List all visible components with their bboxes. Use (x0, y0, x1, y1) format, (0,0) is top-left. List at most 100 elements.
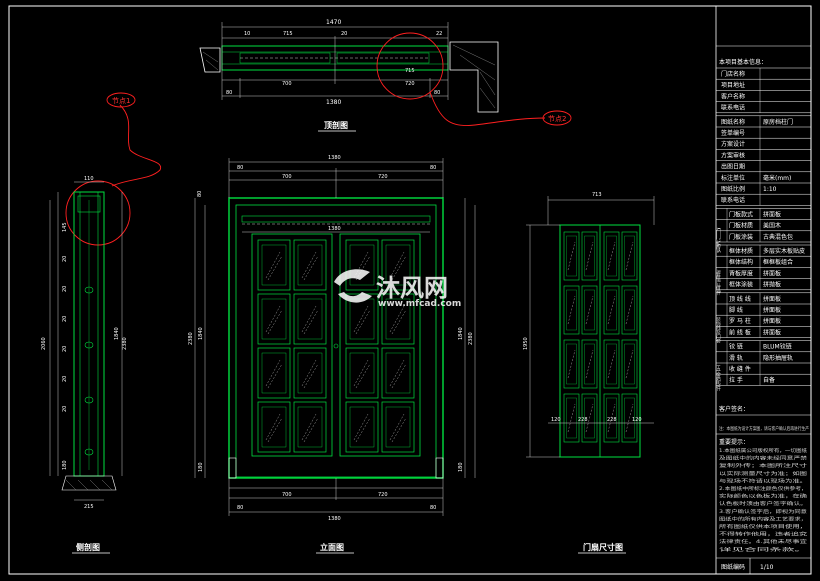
glass-hatch (389, 305, 407, 335)
tb-value: 多层实木板贴皮 (763, 247, 805, 255)
front-view-title: 立面图 (320, 542, 344, 552)
door-panel-inner (297, 298, 323, 340)
leaf-panel (563, 231, 580, 281)
leaf-panel (603, 393, 620, 443)
tb-label: 联系电话 (721, 196, 745, 204)
watermark-cn: 沐风网 (376, 274, 448, 302)
tb-label: 项目地址 (721, 81, 745, 89)
door-panel (381, 293, 415, 345)
dim-top-total: 1470 (326, 19, 341, 26)
leaf-panel (621, 393, 638, 443)
tb-label: 背板厚度 (729, 269, 753, 277)
front-dim-left-inner: 1840 (198, 327, 204, 340)
leaf-panel (621, 339, 638, 389)
dim-top-10: 10 (244, 31, 250, 37)
tb-group-label: 装饰线及门套 (716, 316, 721, 344)
dim-top-22: 22 (436, 31, 442, 37)
leaf-panel-inner (606, 235, 617, 277)
node1-label: 节点1 (112, 97, 130, 105)
tb-value: 1:10 (763, 186, 777, 193)
door-panel (381, 347, 415, 399)
door-panel-inner (349, 298, 375, 340)
title-block: 本项目基本信息： 门店名称项目地址客户名称联系电话图纸名称原房档柱门签单编号方案… (716, 5, 812, 575)
remark-line: 不得转作他用，违者追究 (719, 531, 808, 538)
tb-value: 拼抛板 (763, 281, 781, 289)
door-panel-inner (385, 244, 411, 286)
glass-hatch (265, 305, 283, 335)
glass-hatch (301, 359, 319, 389)
door-panel-inner (385, 352, 411, 394)
glass-hatch (567, 349, 576, 379)
tb-label: 拉 手 (729, 376, 743, 384)
tb-label: 门店名称 (721, 70, 745, 78)
glass-hatch (607, 241, 616, 271)
dim-top-700: 700 (282, 81, 292, 87)
side-mark-6: 20 (62, 406, 68, 412)
leaf-panel-inner (566, 343, 577, 385)
side-mark-7: 180 (62, 460, 68, 470)
remark-line: 所有图纸仅供本项目使用， (719, 523, 807, 530)
dim-top-715b: 715 (405, 68, 415, 74)
tb-value: 拼面板 (763, 210, 781, 218)
watermark-url: www.mfcad.com (378, 299, 461, 309)
tb-label: 顶 线 线 (729, 295, 751, 303)
front-elevation: 1380 80 80 700 720 1380 80 2380 1840 180… (188, 155, 476, 554)
door-panel-inner (297, 352, 323, 394)
tb-label: 图纸名称 (721, 118, 745, 126)
leaf-panel (581, 393, 598, 443)
tb-label: 客户名称 (721, 92, 745, 100)
front-dim-top-total: 1380 (328, 155, 341, 161)
side-dim-bottom: 215 (84, 504, 94, 510)
door-panel (381, 239, 415, 291)
tb-label: 铰 链 (729, 343, 743, 351)
tb-label: 图纸比例 (721, 185, 745, 193)
remark-line: 3.客户确认签字后，即视为同意 (719, 508, 808, 515)
remark-line: 2.本图纸中所标注颜色仅供参考， (719, 485, 807, 492)
remark-line: 图纸中的所有内容及工艺要求， (719, 515, 807, 522)
door-panel (293, 239, 327, 291)
door-panel (345, 347, 379, 399)
dim-top-720: 720 (405, 81, 415, 87)
leaf-panel (603, 231, 620, 281)
remark-line: 复制外传；本图所注尺寸 (719, 462, 808, 469)
side-mark-0: 145 (62, 222, 68, 232)
customer-sign: 客户签名： (719, 405, 749, 413)
front-dim-top720: 720 (378, 174, 388, 180)
remark-line: 法律责任。4.其他未尽事宜 (719, 538, 808, 545)
glass-hatch (265, 251, 283, 281)
leaf-panel (563, 339, 580, 389)
leaf-panel (581, 285, 598, 335)
glass-hatch (585, 241, 594, 271)
front-dim-top700: 700 (282, 174, 292, 180)
glass-hatch (607, 349, 616, 379)
tb-value: 拼面板 (763, 306, 781, 314)
leaf-panel-inner (584, 397, 595, 439)
leaf-dim-height: 1950 (523, 337, 529, 350)
remarks-title: 重要提示： (719, 438, 749, 446)
remark-line: 及图纸中的内容未经同意严禁 (719, 455, 808, 462)
dim-top-80r: 80 (434, 90, 440, 96)
tb-value: 毫米(mm) (763, 174, 791, 182)
wall-right (449, 41, 499, 113)
dim-top-715: 715 (283, 31, 293, 37)
door-panel (257, 239, 291, 291)
glass-hatch (301, 251, 319, 281)
tb-label: 签单编号 (721, 129, 745, 137)
leaf-panel-inner (584, 289, 595, 331)
tb-label: 联系电话 (721, 104, 745, 112)
note-line: 注：本图纸为设计方案图，请与客户确认后再进行生产 (719, 425, 809, 432)
door-panel (345, 239, 379, 291)
tb-value: 原房档柱门 (763, 118, 793, 126)
tb-label: 方案设计 (721, 140, 745, 148)
door-panel-inner (349, 352, 375, 394)
side-mark-1: 20 (62, 256, 68, 262)
glass-hatch (389, 359, 407, 389)
tb-value: 古典混色包 (763, 233, 793, 241)
side-section-view: 110 215 2060 1840 2380 145 20 20 20 20 2… (41, 176, 128, 554)
tb-label: 脚 线 (729, 306, 743, 314)
glass-hatch (567, 295, 576, 325)
tb-label: 框体材质 (729, 247, 753, 255)
side-mark-5: 20 (62, 376, 68, 382)
leaf-panel-inner (606, 289, 617, 331)
